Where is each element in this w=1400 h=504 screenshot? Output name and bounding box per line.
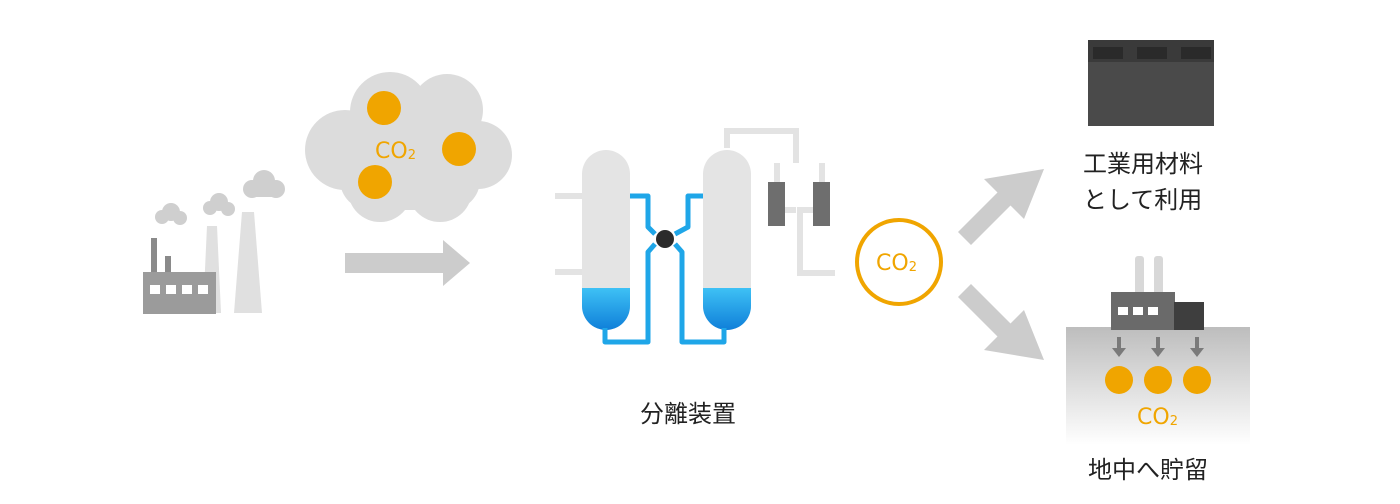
co2-particle [367,91,401,125]
separation-apparatus-icon [555,128,835,345]
valve-icon [656,230,674,248]
co2-particle [1144,366,1172,394]
co2-cloud: CO2 [305,72,512,222]
arrow-down-right-icon [958,284,1044,360]
industrial-use-label: 工業用材料 として利用 [1083,146,1203,218]
injection-arrows-icon [1112,337,1204,357]
industrial-use-label-line1: 工業用材料 [1083,150,1203,178]
separator-label: 分離装置 [640,400,736,428]
cloud-co2-label: CO2 [375,139,416,164]
flow-arrow-icon [345,240,470,286]
smoke-puff-icon [203,193,235,216]
co2-particle [442,132,476,166]
storage-label: 地中へ貯留 [1088,456,1208,484]
underground-storage-icon: CO2 [1066,256,1250,445]
storage-co2-label: CO2 [1137,405,1178,430]
industrial-use-label-line2: として利用 [1083,186,1203,214]
smoke-puff-icon [155,203,187,225]
industrial-material-icon [1088,40,1214,126]
co2-particle [1183,366,1211,394]
svg-text:CO2: CO2 [876,251,917,276]
arrow-up-right-icon [958,169,1044,245]
co2-particle [358,165,392,199]
smoke-puff-icon [243,170,285,198]
co2-output-badge: CO2 [855,218,943,306]
co2-particle [1105,366,1133,394]
factory-icon [143,170,285,314]
